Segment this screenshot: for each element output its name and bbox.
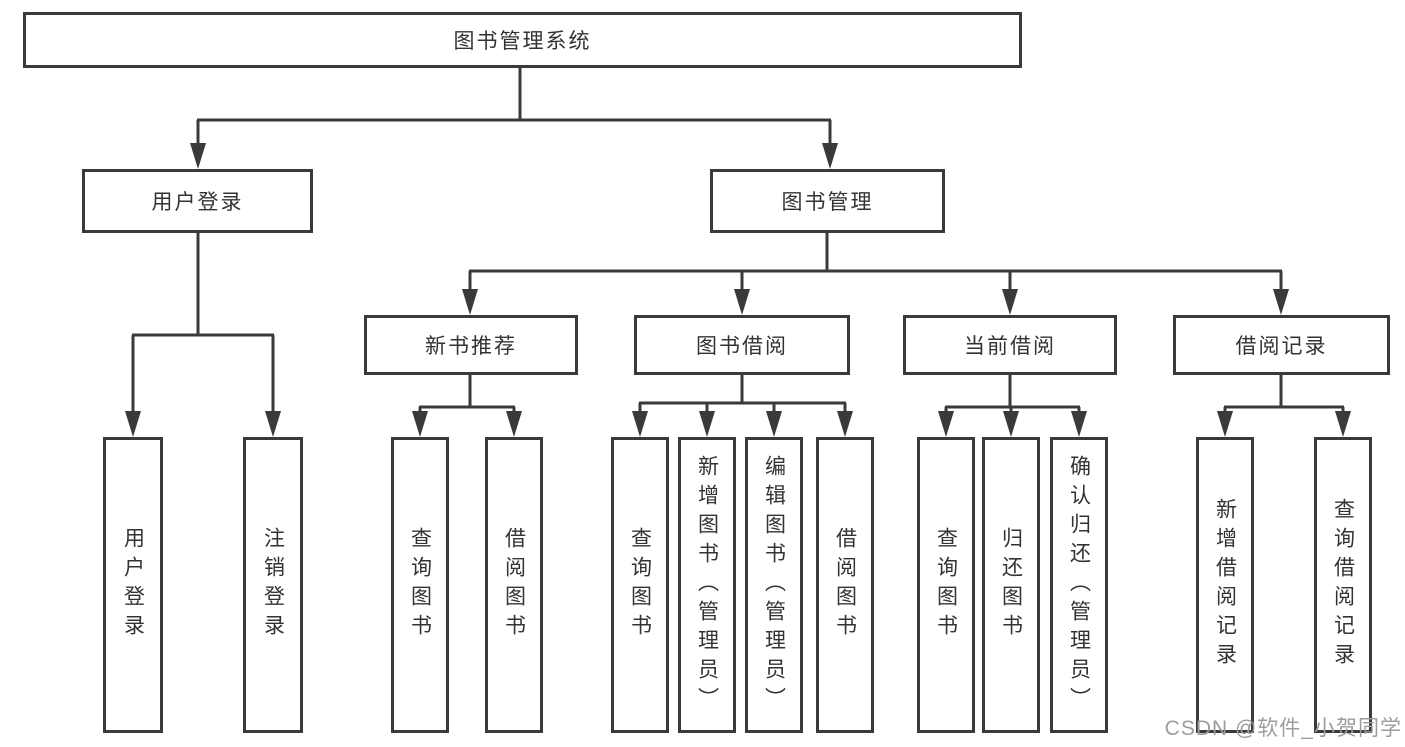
- leaf-query-borrow-record: 查询借阅记录: [1314, 437, 1372, 733]
- node-label: 当前借阅: [964, 335, 1056, 358]
- leaf-borrow-books-recommend: 借阅图书: [485, 437, 543, 733]
- leaf-label: 新增图书（管理员）: [695, 454, 719, 716]
- node-label: 图书管理: [781, 191, 874, 214]
- csdn-watermark: CSDN @软件_小贺同学: [1164, 717, 1402, 740]
- leaf-label: 用户登录: [121, 527, 145, 643]
- node-new-book-recommend: 新书推荐: [364, 315, 578, 375]
- node-label: 新书推荐: [425, 335, 517, 358]
- node-borrowing-records: 借阅记录: [1173, 315, 1390, 375]
- node-label: 借阅记录: [1235, 335, 1328, 358]
- node-label: 用户登录: [151, 191, 244, 214]
- leaf-add-books-admin: 新增图书（管理员）: [678, 437, 736, 733]
- leaf-label: 查询借阅记录: [1331, 498, 1355, 672]
- leaf-query-books-recommend: 查询图书: [391, 437, 449, 733]
- node-label: 图书管理系统: [453, 30, 592, 53]
- node-label: 图书借阅: [696, 335, 788, 358]
- leaf-label: 确认归还（管理员）: [1067, 454, 1091, 716]
- leaf-edit-books-admin: 编辑图书（管理员）: [745, 437, 803, 733]
- node-current-borrowing: 当前借阅: [903, 315, 1117, 375]
- leaf-confirm-return-admin: 确认归还（管理员）: [1050, 437, 1108, 733]
- leaf-label: 注销登录: [261, 527, 285, 643]
- leaf-label: 借阅图书: [833, 527, 857, 643]
- leaf-label: 查询图书: [628, 527, 652, 643]
- leaf-add-borrow-record: 新增借阅记录: [1196, 437, 1254, 733]
- leaf-query-books-current: 查询图书: [917, 437, 975, 733]
- leaf-return-books: 归还图书: [982, 437, 1040, 733]
- node-book-management: 图书管理: [710, 169, 945, 233]
- node-library-management-system: 图书管理系统: [23, 12, 1022, 68]
- leaf-user-login: 用户登录: [103, 437, 163, 733]
- leaf-label: 查询图书: [934, 527, 958, 643]
- leaf-label: 查询图书: [408, 527, 432, 643]
- leaf-label: 借阅图书: [502, 527, 526, 643]
- arrowheads: [125, 143, 1351, 437]
- connector-path: [131, 68, 1345, 416]
- node-user-login: 用户登录: [82, 169, 313, 233]
- leaf-label: 归还图书: [999, 527, 1023, 643]
- node-book-borrowing: 图书借阅: [634, 315, 850, 375]
- leaf-borrow-books: 借阅图书: [816, 437, 874, 733]
- leaf-label: 新增借阅记录: [1213, 498, 1237, 672]
- leaf-query-books-borrowing: 查询图书: [611, 437, 669, 733]
- leaf-label: 编辑图书（管理员）: [762, 454, 786, 716]
- leaf-logout: 注销登录: [243, 437, 303, 733]
